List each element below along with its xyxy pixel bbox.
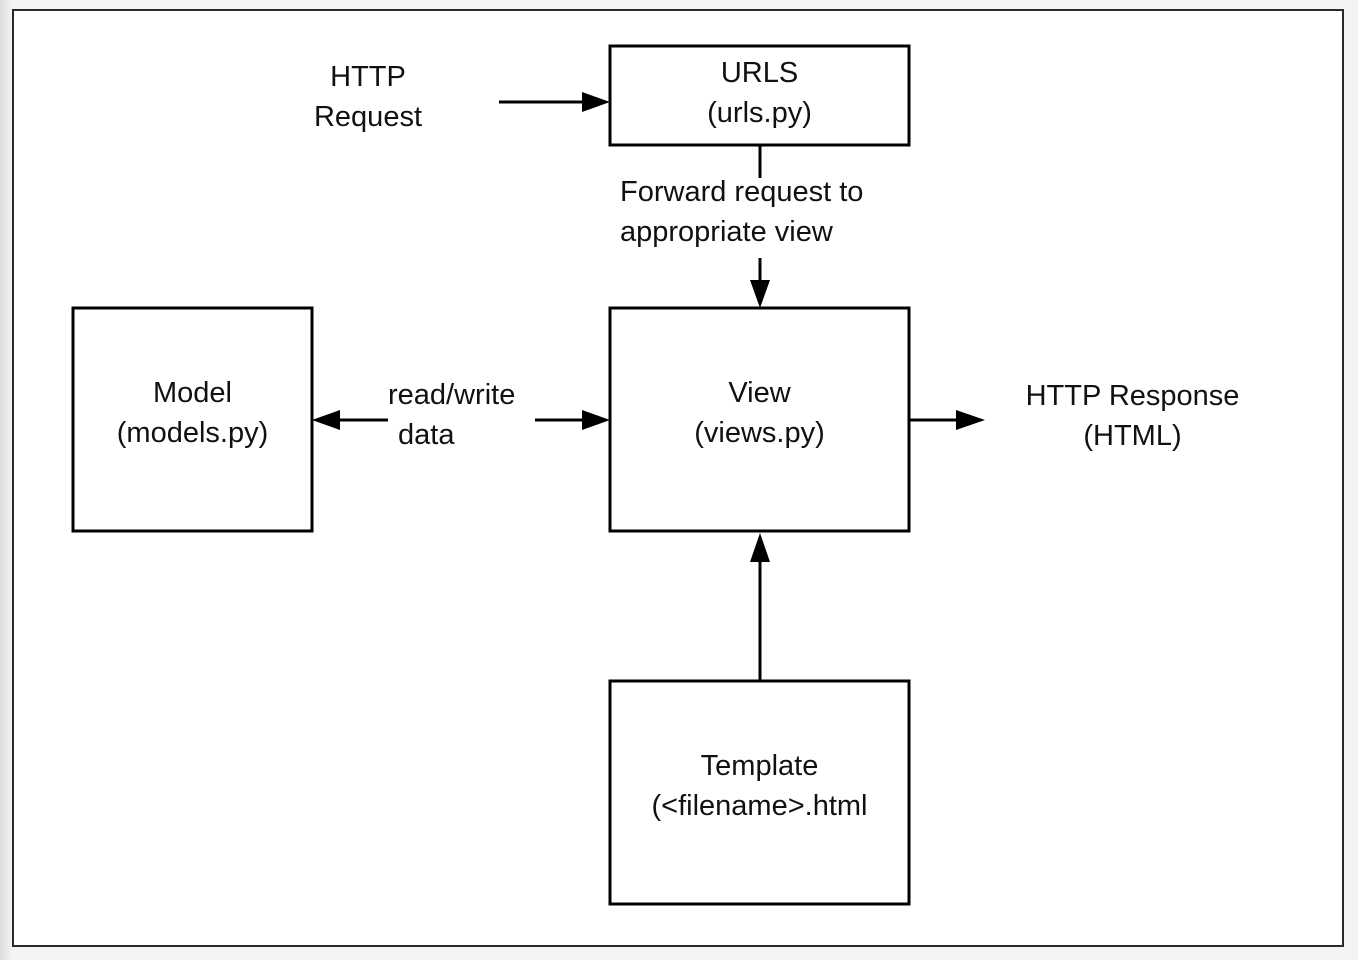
- read-write-label: read/write data: [388, 375, 548, 455]
- forward-label-line2: appropriate view: [620, 216, 833, 248]
- http-request-line2: Request: [313, 101, 422, 133]
- read-write-line2: data: [398, 419, 455, 451]
- read-write-line1: read/write: [388, 379, 516, 411]
- forward-label-line1: Forward request to: [620, 176, 864, 208]
- model-title: Model: [153, 377, 232, 409]
- template-title: Template: [700, 750, 819, 782]
- template-file: (<filename>.html: [651, 790, 868, 822]
- view-file: (views.py): [694, 417, 825, 449]
- template-arrow-head: [750, 533, 770, 562]
- http-request-line1: HTTP: [330, 61, 406, 93]
- urls-file: (urls.py): [707, 97, 812, 129]
- response-arrow-head: [956, 410, 985, 430]
- request-arrow-head: [582, 92, 610, 112]
- http-request-label: HTTP Request: [288, 57, 448, 137]
- view-title: View: [728, 377, 791, 409]
- template-label: Template (<filename>.html: [610, 746, 909, 826]
- view-box: [608, 306, 911, 533]
- read-write-head-left: [312, 410, 340, 430]
- forward-arrow-head: [750, 280, 770, 308]
- urls-label: URLS (urls.py): [610, 53, 909, 133]
- urls-title: URLS: [720, 57, 799, 89]
- view-label: View (views.py): [610, 373, 909, 453]
- urls-box: [608, 44, 911, 147]
- model-file: (models.py): [116, 417, 269, 449]
- http-response-line2: (HTML): [1083, 420, 1182, 452]
- template-box: [608, 679, 911, 906]
- http-response-line1: HTTP Response: [1025, 380, 1240, 412]
- forward-label: Forward request to appropriate view: [620, 172, 920, 252]
- http-response-label: HTTP Response (HTML): [995, 376, 1270, 456]
- read-write-head-right: [582, 410, 610, 430]
- model-box: [71, 306, 314, 533]
- model-label: Model (models.py): [73, 373, 312, 453]
